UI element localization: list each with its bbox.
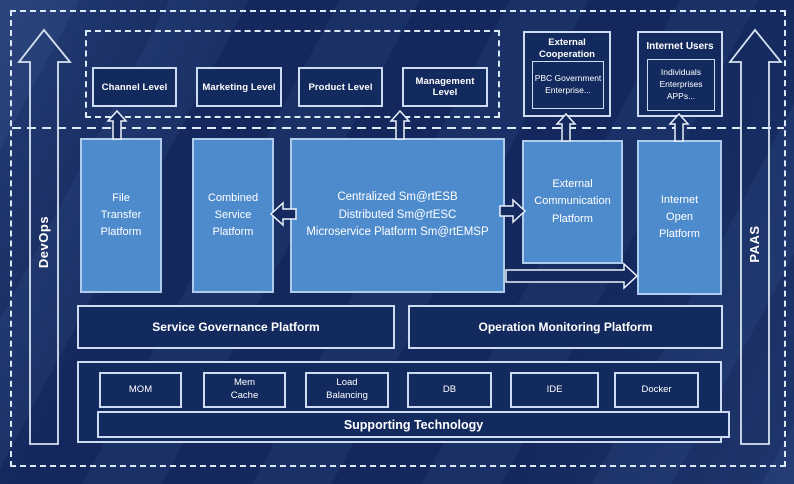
operation-monitoring-platform-box: Operation Monitoring Platform — [408, 305, 723, 349]
tech-box-db: DB — [407, 372, 492, 408]
service-governance-platform-box: Service Governance Platform — [77, 305, 395, 349]
level-box-product: Product Level — [298, 67, 383, 107]
tech-box-ide: IDE — [510, 372, 599, 408]
tech-box-load-balancing: Load Balancing — [305, 372, 389, 408]
devops-rail-label: DevOps — [36, 215, 51, 269]
level-box-marketing: Marketing Level — [196, 67, 282, 107]
platform-esb-suite: Centralized Sm@rtESB Distributed Sm@rtES… — [290, 138, 505, 293]
external-cooperation-title: External Cooperation — [539, 37, 595, 61]
supporting-technology-banner: Supporting Technology — [97, 411, 730, 438]
internet-users-members: Individuals Enterprises APPs... — [647, 59, 715, 111]
external-cooperation-box: External Cooperation PBC Government Ente… — [523, 31, 611, 117]
platform-file-transfer: File Transfer Platform — [80, 138, 162, 293]
platform-internet-open: Internet Open Platform — [637, 140, 722, 295]
tech-box-mem-cache: Mem Cache — [203, 372, 286, 408]
diagram-dashed-border — [10, 10, 786, 467]
level-box-channel: Channel Level — [92, 67, 177, 107]
external-cooperation-members: PBC Government Enterprise... — [532, 61, 604, 109]
internet-users-box: Internet Users Individuals Enterprises A… — [637, 31, 723, 117]
tech-box-mom: MOM — [99, 372, 182, 408]
tech-box-docker: Docker — [614, 372, 699, 408]
levels-dashed-group — [85, 30, 500, 118]
level-box-management: Management Level — [402, 67, 488, 107]
platform-combined-service: Combined Service Platform — [192, 138, 274, 293]
platform-external-communication: External Communication Platform — [522, 140, 623, 264]
internet-users-title: Internet Users — [646, 41, 714, 52]
paas-rail-label: PAAS — [747, 225, 762, 263]
